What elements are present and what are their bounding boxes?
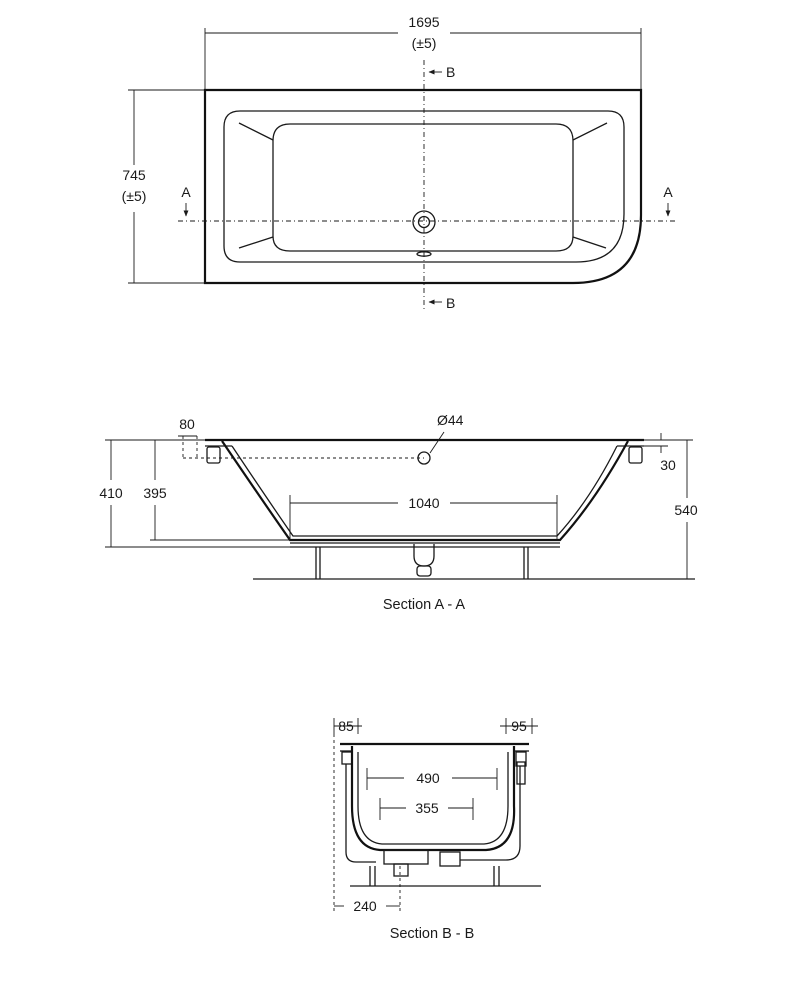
rim-thickness-label: 30 (660, 457, 676, 473)
section-aa: Ø44 80 410 395 1040 540 30 Section (99, 412, 698, 613)
inner-rim (223, 110, 625, 263)
section-a-left-label: A (181, 184, 191, 200)
waste-diameter-label: Ø44 (437, 412, 464, 428)
depth-dimension: 745 (±5) (122, 89, 205, 284)
left-rim-label: 85 (338, 718, 354, 734)
depth-label: 745 (122, 167, 146, 183)
top-inner-label: 490 (416, 770, 440, 786)
rim-width-label: 80 (179, 416, 195, 432)
right-rim-label: 95 (511, 718, 527, 734)
width-dimension: 1695 (±5) (204, 14, 642, 90)
waste-trap-bb (383, 849, 429, 865)
section-aa-caption: Section A - A (383, 597, 466, 613)
overall-height-left-label: 410 (99, 485, 123, 501)
floor-length-label: 1040 (408, 495, 439, 511)
section-a-right-label: A (663, 184, 673, 200)
floor-inner-label: 355 (415, 800, 439, 816)
width-tolerance: (±5) (412, 35, 437, 51)
section-b-top-label: B (446, 64, 455, 80)
inner-depth-left-label: 395 (143, 485, 167, 501)
section-bb: 85 95 490 355 240 Section B - B (333, 718, 541, 942)
basin (272, 123, 574, 252)
width-label: 1695 (408, 14, 439, 30)
bath-outline (203, 88, 643, 285)
overall-height-right-label: 540 (674, 502, 698, 518)
depth-tolerance: (±5) (122, 188, 147, 204)
shell-outline (221, 440, 629, 542)
plan-view: 1695 (±5) 745 (±5) A (122, 14, 676, 312)
waste-offset-label: 240 (353, 898, 377, 914)
section-b-bottom-label: B (446, 295, 455, 311)
shell-outline-bb (350, 746, 516, 852)
section-bb-caption: Section B - B (390, 926, 475, 942)
